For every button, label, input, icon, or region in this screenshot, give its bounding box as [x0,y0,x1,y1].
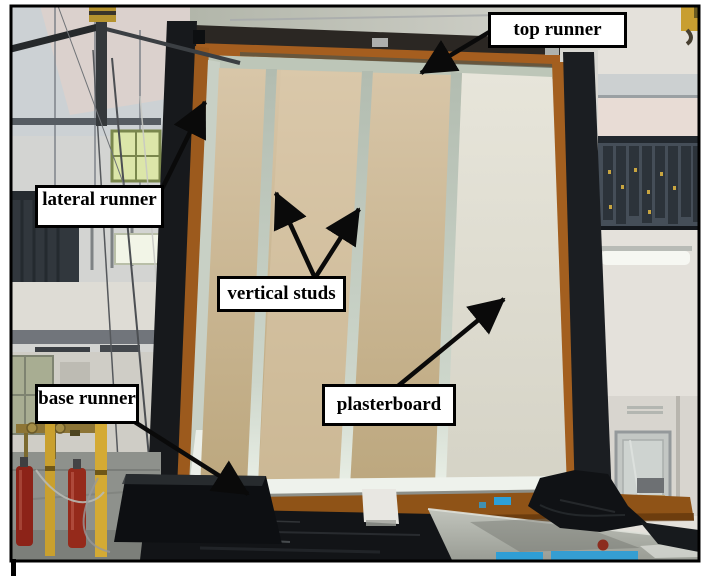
arrow-lateral-runner [159,100,208,190]
crane-hook [681,6,699,46]
annotation-arrows [128,29,506,496]
label-plasterboard: plasterboard [322,384,456,426]
blue-tool [494,497,511,505]
crane-boom [11,6,241,197]
right-steel-column [563,52,612,500]
arrow-vertical-stud-left [273,191,318,279]
white-block [362,489,399,524]
concrete-slab [428,509,699,560]
fluorescent-lamp [601,251,690,265]
right-anchor-heap [528,470,648,532]
label-lateral-runner: lateral runner [35,185,164,228]
background-right-gallery [598,6,699,561]
arrow-base-runner [128,417,250,496]
specimen-wall [147,21,612,506]
arrow-vertical-stud-right [313,207,361,280]
label-top-runner: top runner [488,12,627,48]
label-vertical-studs: vertical studs [217,276,346,312]
figure-border [9,4,701,563]
base-zone [11,397,699,561]
base-runner-member [186,476,572,495]
vertical-stud-3 [435,72,462,485]
top-runner-member [205,55,554,79]
plasterboard-panel-grey [444,73,572,487]
slab-blue-edge [496,552,543,560]
arrow-plasterboard [396,297,506,388]
timber-left-rail [177,46,209,492]
lateral-runner-member [189,60,220,489]
yellow-post-2 [95,397,107,557]
yellow-post-1 [45,404,55,556]
arrow-top-runner [419,29,493,75]
corner-tick [11,559,16,576]
balcony-lights [608,168,676,214]
label-base-runner: base runner [35,384,139,424]
vertical-stud-2 [339,71,373,487]
